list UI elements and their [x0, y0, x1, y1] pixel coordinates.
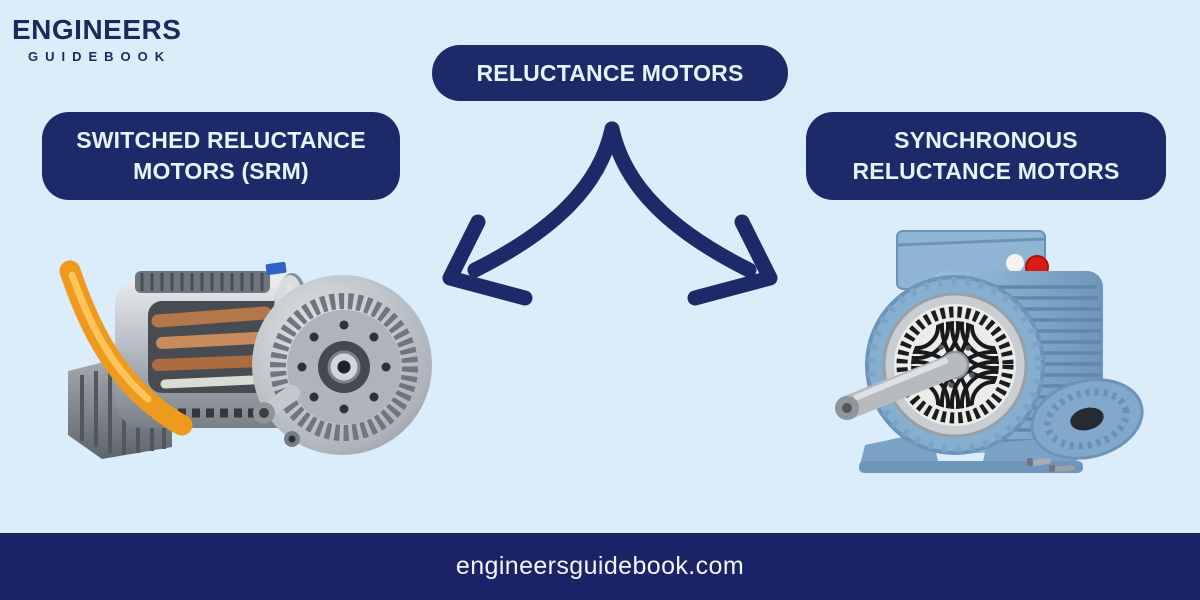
srm-gear-housing: [252, 275, 432, 455]
branch-node-synrm: SYNCHRONOUS RELUCTANCE MOTORS: [806, 112, 1166, 200]
synrm-stator-slots: [896, 306, 1014, 424]
synrm-end-cap: [1030, 378, 1144, 460]
branch-node-synrm-line2: RELUCTANCE MOTORS: [852, 158, 1120, 184]
branch-node-srm: SWITCHED RELUCTANCE MOTORS (SRM): [42, 112, 400, 200]
branch-node-srm-line2: MOTORS (SRM): [133, 158, 309, 184]
synrm-rotor-face: [835, 275, 1045, 455]
srm-gear-bolts: [297, 320, 391, 414]
arrow-right-head: [687, 214, 778, 306]
synrm-shaft: [837, 353, 967, 419]
srm-orange-cable: [59, 260, 193, 436]
branch-node-srm-line1: SWITCHED RELUCTANCE: [76, 127, 366, 153]
srm-motor-cutaway-image: [59, 260, 432, 459]
footer-bar: engineersguidebook.com: [0, 533, 1200, 600]
logo-line2: GUIDEBOOK: [28, 49, 172, 64]
arrow-left-curve: [467, 121, 620, 278]
footer-website-text: engineersguidebook.com: [455, 552, 745, 580]
srm-blue-connector: [265, 261, 287, 276]
logo-line1: ENGINEERS: [12, 14, 182, 45]
srm-gear-teeth-ring: [270, 293, 418, 441]
synrm-white-plug: [1006, 254, 1024, 272]
root-node-reluctance-motors: RELUCTANCE MOTORS: [432, 45, 788, 101]
root-node-label: RELUCTANCE MOTORS: [476, 59, 744, 86]
split-branch-arrows-icon: [442, 121, 778, 306]
arrow-right-curve: [604, 121, 757, 278]
synrm-screws: [1026, 457, 1076, 473]
synrm-motor-image: [835, 230, 1144, 473]
logo: ENGINEERS GUIDEBOOK: [12, 14, 181, 64]
arrow-left-head: [442, 214, 533, 306]
branch-node-synrm-line1: SYNCHRONOUS: [894, 127, 1078, 153]
